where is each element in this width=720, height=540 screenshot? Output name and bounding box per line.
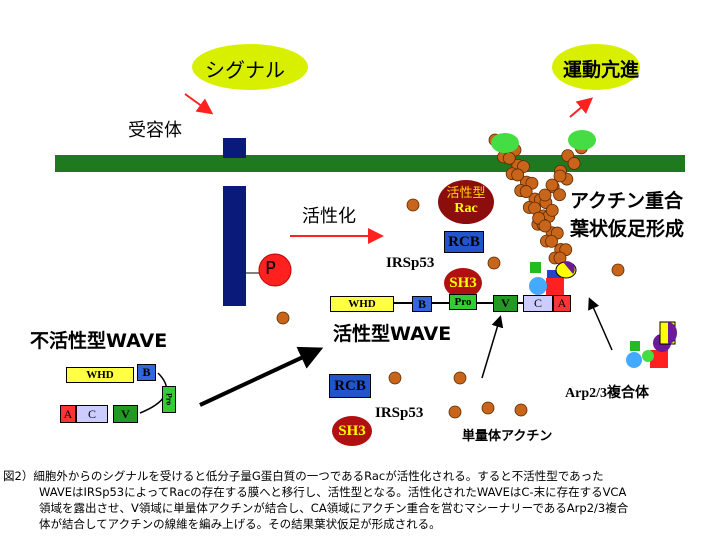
- phospho-circle: [258, 253, 292, 287]
- rcb-box-free: RCB: [329, 374, 371, 398]
- motility-arrow: [569, 97, 594, 118]
- irsp53-label-active: IRSp53: [386, 255, 435, 271]
- arp23-label: Arp2/3複合体: [565, 386, 649, 401]
- monomer-arrow: [481, 315, 504, 379]
- inactive-c-box: C: [76, 405, 108, 423]
- inactive-wave-title: 不活性型WAVE: [30, 330, 168, 352]
- actin-monomer: [487, 256, 501, 270]
- sh3-active: SH3: [444, 268, 482, 298]
- actin-monomer: [276, 311, 290, 325]
- actin-monomers: [276, 198, 625, 419]
- actin-bead: [545, 178, 559, 192]
- active-whd-box: WHD: [330, 296, 394, 312]
- arp-complex-free: [626, 321, 677, 368]
- arp-arrow: [588, 297, 613, 351]
- sh3-free: SH3: [332, 416, 372, 446]
- inactive-v-box: V: [113, 405, 138, 423]
- activation-label: 活性化: [302, 206, 356, 227]
- phospho-label: P: [265, 258, 276, 279]
- active-v-box: V: [493, 295, 518, 312]
- sh3-active-label: SH3: [449, 274, 477, 291]
- actin-bead: [502, 151, 516, 165]
- receptor-label: 受容体: [128, 120, 182, 141]
- inactive-a-box: A: [60, 405, 76, 423]
- rac-top-label: 活性型: [446, 186, 486, 201]
- actin-monomer: [453, 371, 467, 385]
- actin-bead: [511, 168, 525, 182]
- signal-label: シグナル: [205, 58, 285, 82]
- motility-bubble: [552, 44, 640, 90]
- actin-monomer: [611, 263, 625, 277]
- actin-bead: [538, 219, 552, 233]
- receptor-body: [223, 186, 246, 306]
- actin-bead: [545, 234, 558, 248]
- actin-monomer: [388, 371, 402, 385]
- active-b-box: B: [412, 296, 432, 312]
- lamellipodia-label: 葉状仮足形成: [570, 218, 685, 240]
- active-a-box: A: [553, 295, 571, 312]
- inactive-pro-box: Pro: [162, 386, 176, 413]
- inactive-whd-box: WHD: [66, 367, 134, 383]
- rcb-box-active: RCB: [444, 231, 484, 253]
- actin-cap-left: [491, 133, 519, 153]
- actin-polymerization-label: アクチン重合: [570, 190, 684, 212]
- caption-line: WAVEはIRSp53によってRacの存在する膜へと移行し、活性型となる。活性化…: [39, 485, 627, 499]
- actin-bead: [538, 188, 552, 202]
- sh3-free-label: SH3: [338, 422, 366, 439]
- caption-line: 図2）細胞外からのシグナルを受けると低分子量G蛋白質の一つであるRacが活性化さ…: [3, 469, 604, 483]
- active-wave-title: 活性型WAVE: [333, 323, 452, 345]
- caption-line: 領域を露出させ、V領域に単量体アクチンが結合し、CA領域にアクチン重合を営むマシ…: [39, 501, 629, 515]
- irsp53-label-free: IRSp53: [375, 405, 424, 421]
- signal-bubble: [192, 44, 308, 90]
- actin-bead: [545, 203, 559, 217]
- actin-cap-right: [568, 130, 596, 150]
- actin-monomer: [448, 405, 462, 419]
- actin-monomer: [481, 401, 495, 415]
- translocation-arrow: [199, 346, 324, 407]
- active-c-box: C: [523, 295, 553, 312]
- motility-label: 運動亢進: [563, 59, 640, 81]
- inactive-pro-label: Pro: [164, 393, 174, 406]
- monomer-actin-label: 単量体アクチン: [462, 429, 553, 444]
- actin-bead: [519, 185, 533, 198]
- cell-membrane: [55, 155, 685, 172]
- inactive-b-box: B: [137, 364, 156, 381]
- actin-bead: [567, 157, 581, 170]
- rac-bottom-label: Rac: [454, 201, 478, 216]
- figure-caption: 図2）細胞外からのシグナルを受けると低分子量G蛋白質の一つであるRacが活性化さ…: [3, 468, 717, 532]
- arp-complex-bound: [529, 261, 577, 296]
- actin-bead: [553, 169, 567, 183]
- receptor-top: [223, 138, 246, 158]
- pro-box: Pro: [449, 294, 477, 310]
- actin-bead: [553, 188, 566, 202]
- actin-monomer: [514, 403, 528, 417]
- caption-line: 体が結合してアクチンの線維を編み上げる。その結果葉状仮足が形成される。: [39, 517, 441, 531]
- actin-monomer: [406, 198, 420, 212]
- rac-active: 活性型 Rac: [438, 180, 494, 224]
- signal-arrow: [184, 93, 214, 115]
